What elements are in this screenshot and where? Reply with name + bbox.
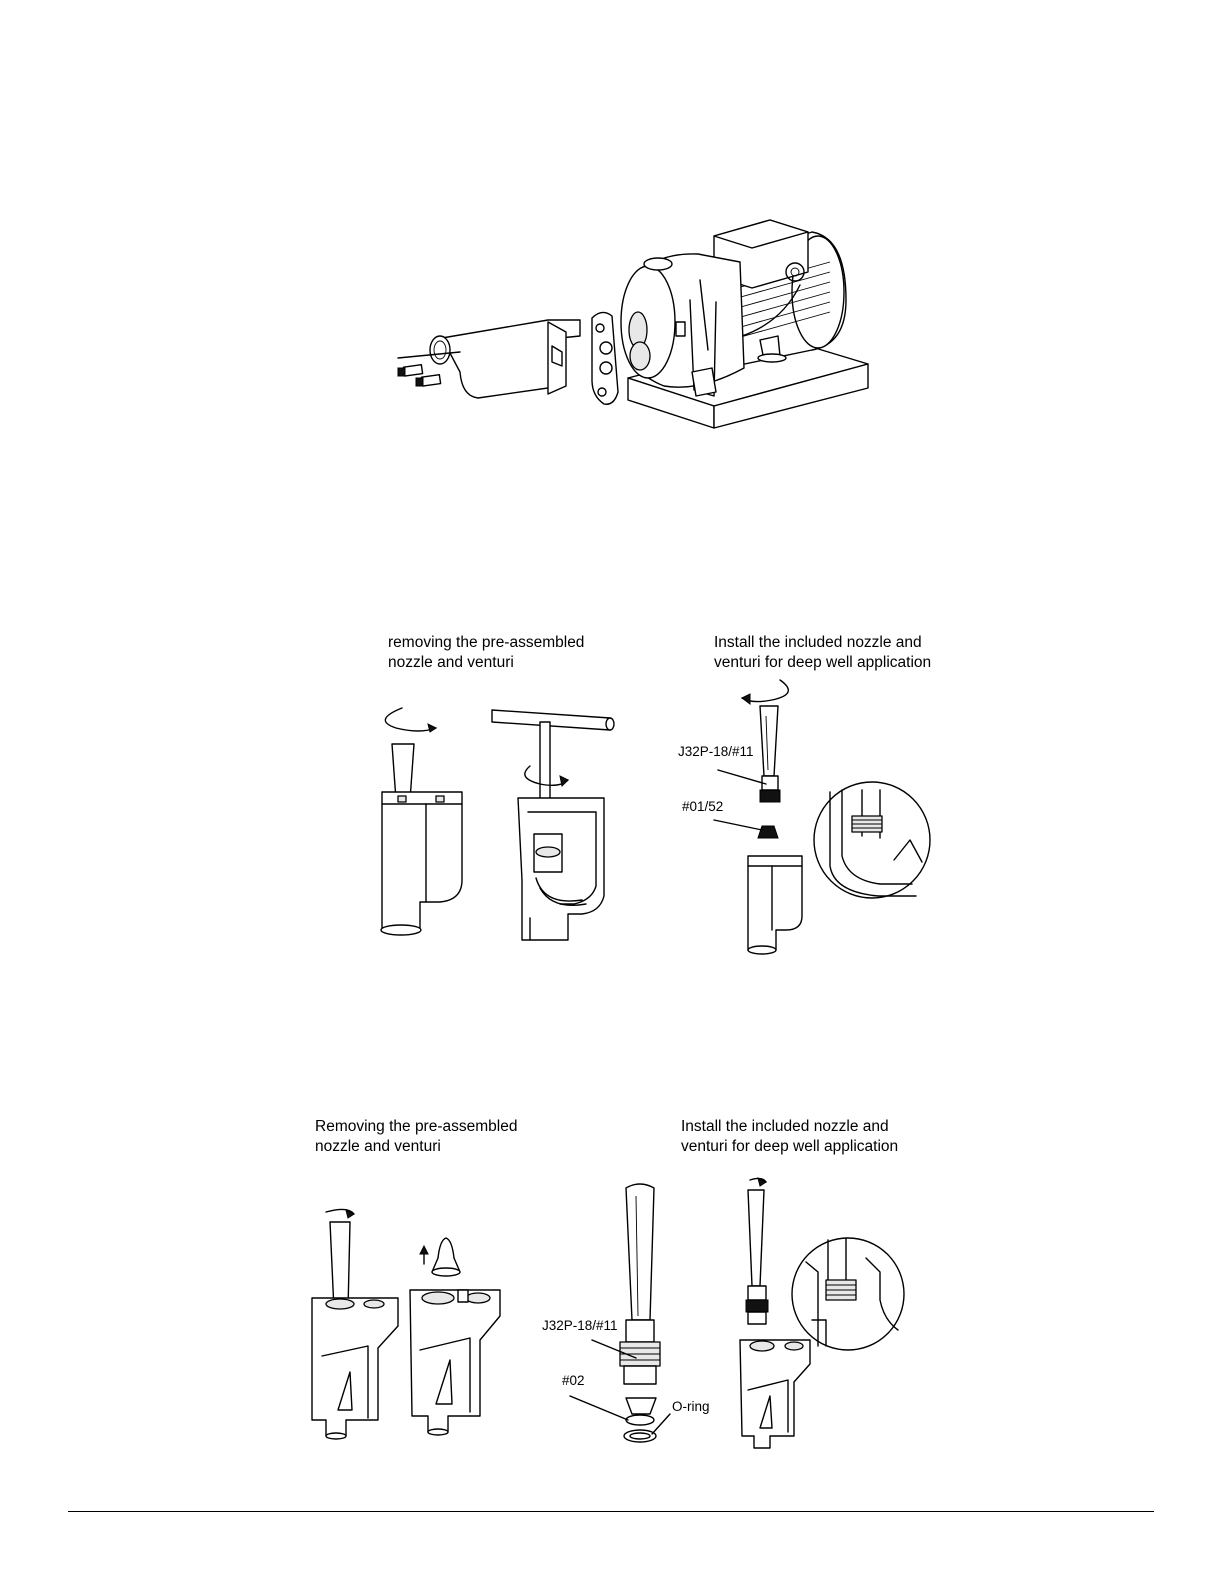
fig2-nozzle-callout: #01/52	[682, 799, 723, 814]
figure3-install-ejector	[740, 1178, 904, 1448]
mounting-bolts	[398, 352, 460, 386]
figure3-removal-ejector	[312, 1209, 398, 1439]
caption-line: Install the included nozzle and	[714, 633, 931, 653]
ejector-body	[430, 320, 580, 398]
caption-line: venturi for deep well application	[714, 653, 931, 673]
pump-exploded-view	[398, 220, 868, 428]
pump-housing	[621, 254, 744, 396]
fig3-right-caption: Install the included nozzle and venturi …	[681, 1117, 898, 1157]
footer-rule	[68, 1511, 1154, 1512]
fig3-nozzle-callout: #02	[562, 1373, 585, 1388]
caption-line: Install the included nozzle and	[681, 1117, 898, 1137]
fig3-oring-callout: O-ring	[672, 1399, 710, 1414]
fig3-venturi-callout: J32P-18/#11	[542, 1318, 618, 1333]
caption-line: removing the pre-assembled	[388, 633, 584, 653]
figure2-removal-tool	[492, 710, 614, 940]
caption-line: venturi for deep well application	[681, 1137, 898, 1157]
fig2-venturi-callout: J32P-18/#11	[678, 744, 754, 759]
fig3-left-caption: Removing the pre-assembled nozzle and ve…	[315, 1117, 517, 1157]
caption-line: nozzle and venturi	[388, 653, 584, 673]
caption-line: Removing the pre-assembled	[315, 1117, 517, 1137]
caption-line: nozzle and venturi	[315, 1137, 517, 1157]
pump-gasket	[592, 312, 618, 404]
fig2-right-caption: Install the included nozzle and venturi …	[714, 633, 931, 673]
figure3-removal-body	[410, 1238, 500, 1435]
fig2-left-caption: removing the pre-assembled nozzle and ve…	[388, 633, 584, 673]
figure2-install-ejector	[714, 680, 930, 954]
figure3-venturi-detail	[570, 1184, 670, 1442]
figure2-removal-ejector	[381, 708, 462, 935]
